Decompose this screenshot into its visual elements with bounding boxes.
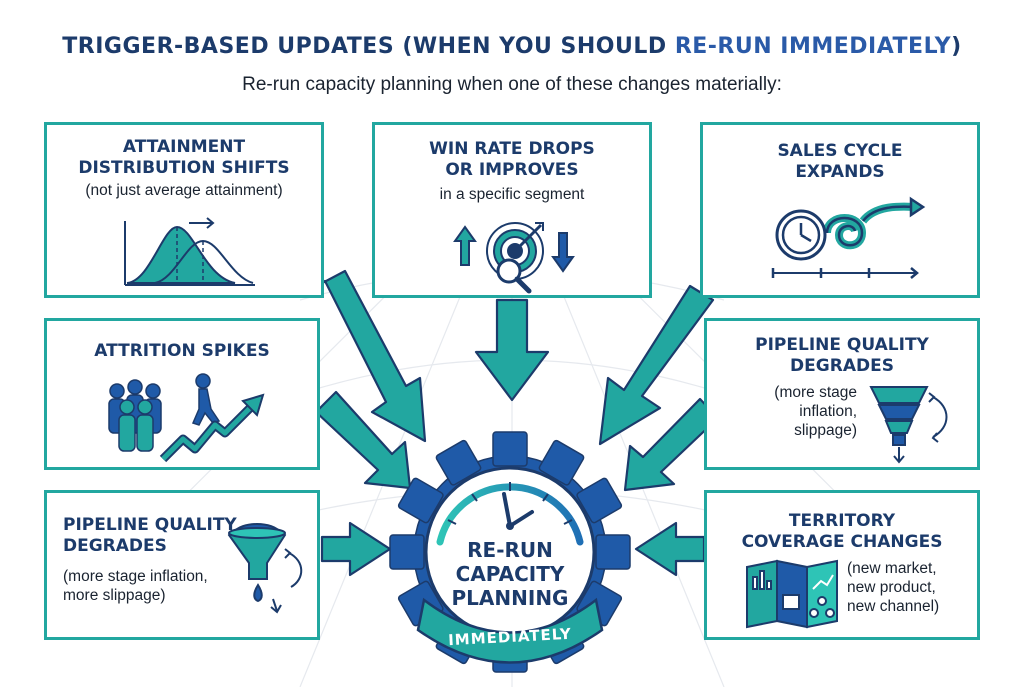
card-pipeline-right-sub-2: inflation, — [799, 403, 857, 420]
arrow-attrition — [314, 390, 412, 490]
card-attainment-sub: (not just average attainment) — [85, 182, 283, 199]
card-attrition-title: ATTRITION SPIKES — [94, 341, 270, 361]
card-territory-sub-3: new channel) — [847, 598, 940, 615]
map-icon — [746, 559, 838, 629]
page-subtitle: Re-run capacity planning when one of the… — [242, 74, 782, 95]
card-attainment-title-2: DISTRIBUTION SHIFTS — [78, 158, 290, 178]
people-leaving-icon — [108, 373, 265, 463]
immediately-banner — [416, 597, 604, 664]
card-territory-title-1: TERRITORY — [788, 511, 896, 531]
card-sales-cycle: SALES CYCLE EXPANDS — [700, 122, 980, 298]
card-pipeline-left-sub-2: more slippage) — [63, 587, 166, 604]
arrow-win-rate — [474, 298, 550, 402]
arrow-attainment — [309, 269, 427, 443]
center-label: RE-RUN CAPACITY PLANNING — [430, 538, 590, 610]
arrow-territory — [634, 521, 706, 577]
center-line-2: CAPACITY — [455, 562, 565, 586]
card-territory-title-2: COVERAGE CHANGES — [741, 532, 943, 552]
funnel-drip-icon — [227, 523, 303, 614]
center-line-1: RE-RUN — [467, 538, 553, 562]
distribution-curve-icon — [124, 217, 255, 286]
card-pipeline-left-sub-1: (more stage inflation, — [63, 568, 208, 585]
center-line-3: PLANNING — [451, 586, 569, 610]
card-pipeline-right-title-2: DEGRADES — [790, 356, 894, 376]
funnel-icon — [869, 386, 948, 464]
card-territory: TERRITORY COVERAGE CHANGES (new market, … — [704, 490, 980, 640]
card-pipeline-left: PIPELINE QUALITY DEGRADES (more stage in… — [44, 490, 320, 640]
clock-spiral-icon — [771, 196, 926, 279]
clock-hands-icon — [502, 492, 534, 528]
card-pipeline-right-title-1: PIPELINE QUALITY — [755, 335, 929, 355]
page-title: TRIGGER-BASED UPDATES (WHEN YOU SHOULD R… — [62, 34, 962, 59]
card-pipeline-right: PIPELINE QUALITY DEGRADES (more stage in… — [704, 318, 980, 470]
card-territory-sub-1: (new market, — [847, 560, 937, 577]
target-magnifier-icon — [453, 222, 575, 294]
card-pipeline-right-sub-3: slippage) — [794, 422, 857, 439]
arrow-sales-cycle — [598, 284, 715, 446]
card-win-rate-title-1: WIN RATE DROPS — [429, 139, 595, 159]
card-win-rate: WIN RATE DROPS OR IMPROVES in a specific… — [372, 122, 652, 298]
card-win-rate-sub: in a specific segment — [439, 186, 585, 203]
arrow-pipeline-left — [320, 521, 392, 577]
card-pipeline-right-sub-1: (more stage — [774, 384, 857, 401]
card-win-rate-title-2: OR IMPROVES — [445, 160, 579, 180]
card-pipeline-left-title-2: DEGRADES — [63, 536, 167, 556]
card-sales-cycle-title-1: SALES CYCLE — [777, 141, 903, 161]
card-attainment-title-1: ATTAINMENT — [122, 137, 246, 157]
card-sales-cycle-title-2: EXPANDS — [795, 162, 885, 182]
card-territory-sub-2: new product, — [847, 579, 936, 596]
card-attainment: ATTAINMENT DISTRIBUTION SHIFTS (not just… — [44, 122, 324, 298]
card-pipeline-left-title-1: PIPELINE QUALITY — [63, 515, 237, 535]
card-attrition: ATTRITION SPIKES — [44, 318, 320, 470]
